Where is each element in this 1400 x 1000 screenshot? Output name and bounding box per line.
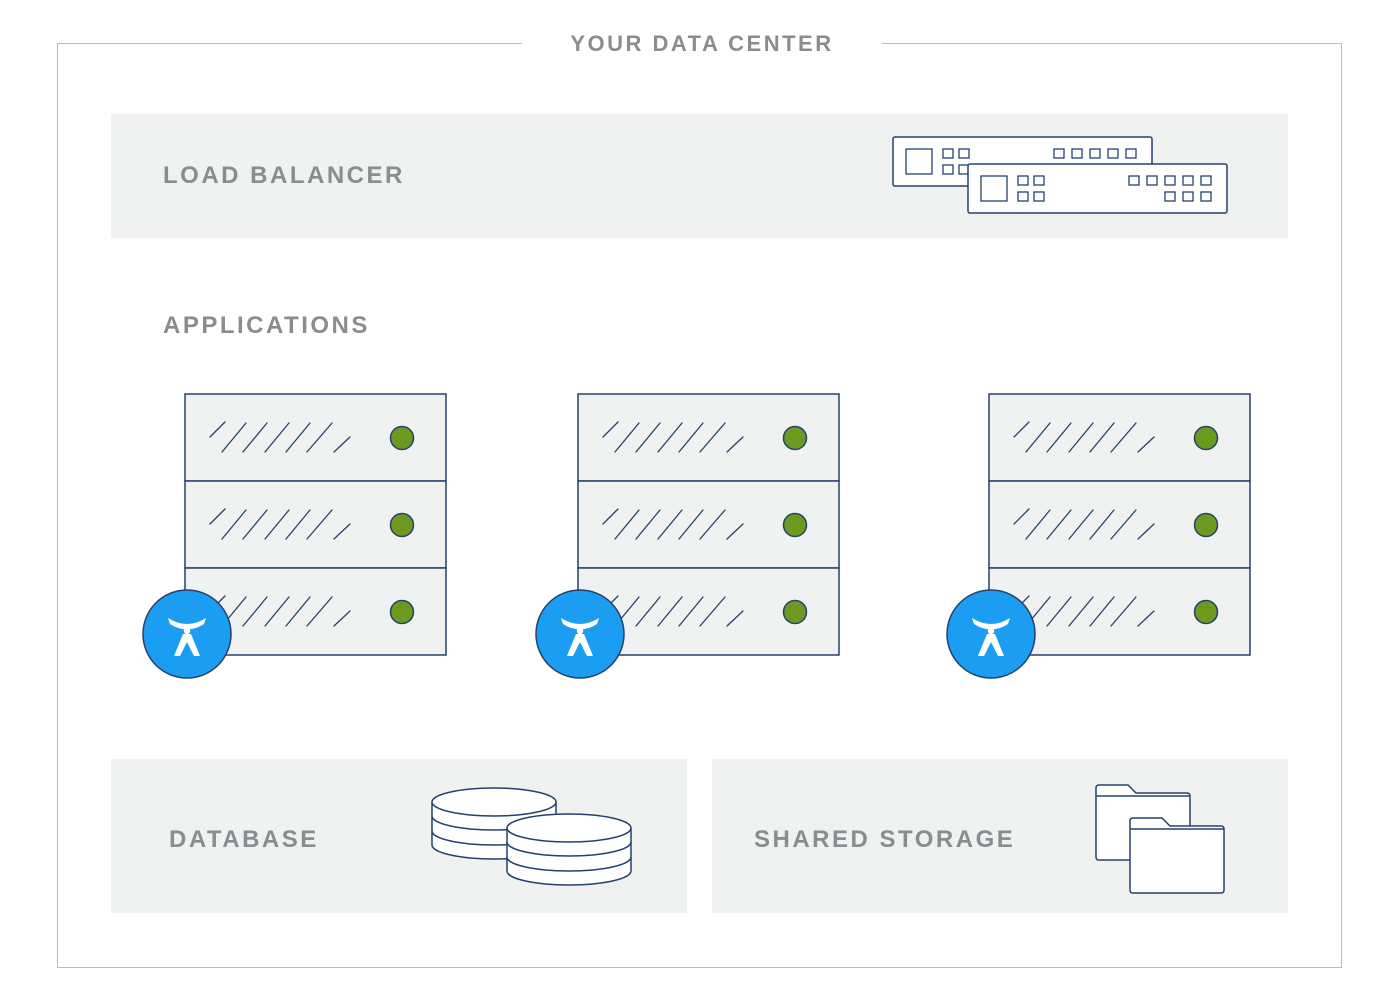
load-balancer-icon <box>892 136 1228 214</box>
status-light <box>782 512 808 538</box>
status-light <box>782 599 808 625</box>
load-balancer-label: LOAD BALANCER <box>163 162 405 189</box>
database-label: DATABASE <box>169 826 319 853</box>
data-center-title: YOUR DATA CENTER <box>522 30 882 58</box>
shared-storage-label: SHARED STORAGE <box>754 826 1016 853</box>
status-light <box>389 512 415 538</box>
status-light <box>389 425 415 451</box>
status-light <box>1193 512 1219 538</box>
status-light <box>1193 425 1219 451</box>
app-server-2 <box>535 393 840 679</box>
atlassian-logo-icon <box>946 589 1036 679</box>
status-light <box>389 599 415 625</box>
status-light <box>1193 599 1219 625</box>
database-stack-icon <box>431 787 632 886</box>
app-server-3 <box>946 393 1251 679</box>
applications-label: APPLICATIONS <box>163 312 370 339</box>
status-light <box>782 425 808 451</box>
atlassian-logo-icon <box>535 589 625 679</box>
folders-icon <box>1095 784 1225 894</box>
app-server-1 <box>142 393 447 679</box>
atlassian-logo-icon <box>142 589 232 679</box>
